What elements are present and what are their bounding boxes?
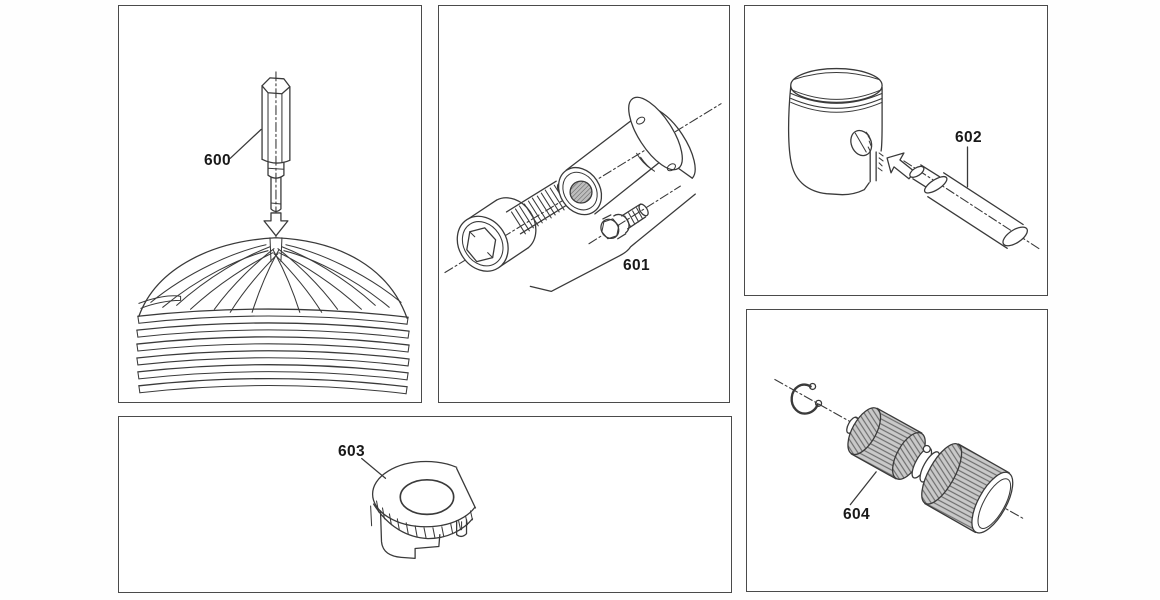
cylinder-head-drawing [136, 71, 410, 395]
small-bolt [588, 185, 681, 245]
rim-hatch [376, 500, 473, 539]
leader-line-600 [229, 128, 262, 159]
circlip [790, 382, 823, 415]
part-label-600: 600 [204, 152, 232, 169]
panel-piston-pin: 602 [744, 5, 1048, 296]
left-roller [846, 407, 926, 480]
panel-plug-cap: 603 [118, 416, 732, 593]
plug-cap-drawing [361, 457, 498, 560]
piston-pin-drawing [787, 67, 1041, 250]
panel-cylinder-head: 600 [118, 5, 422, 403]
leader-line-604 [849, 471, 877, 506]
part-label-602: 602 [955, 129, 983, 146]
assembly-tool-drawing [444, 96, 722, 293]
piston [787, 67, 884, 196]
part-label-601: 601 [623, 257, 651, 274]
piston-pin [903, 160, 1041, 250]
plug-cap [370, 460, 498, 560]
cylinder-head-fins [136, 237, 410, 395]
leader-bracket-601 [529, 193, 696, 293]
right-roller [921, 443, 1014, 534]
panel-needle-bearing: 604 [746, 309, 1048, 592]
center-bearing [911, 444, 941, 483]
insertion-arrow-down [263, 212, 289, 237]
flanged-driver-tool [557, 96, 696, 216]
part-label-604: 604 [843, 506, 871, 523]
panel-assembly-tool: 601 [438, 5, 730, 403]
leader-line-603 [361, 457, 387, 479]
socket-head-screw [456, 180, 572, 272]
needle-bearing-drawing [774, 378, 1026, 534]
part-label-603: 603 [338, 443, 366, 460]
hex-driver-tool [261, 77, 291, 213]
